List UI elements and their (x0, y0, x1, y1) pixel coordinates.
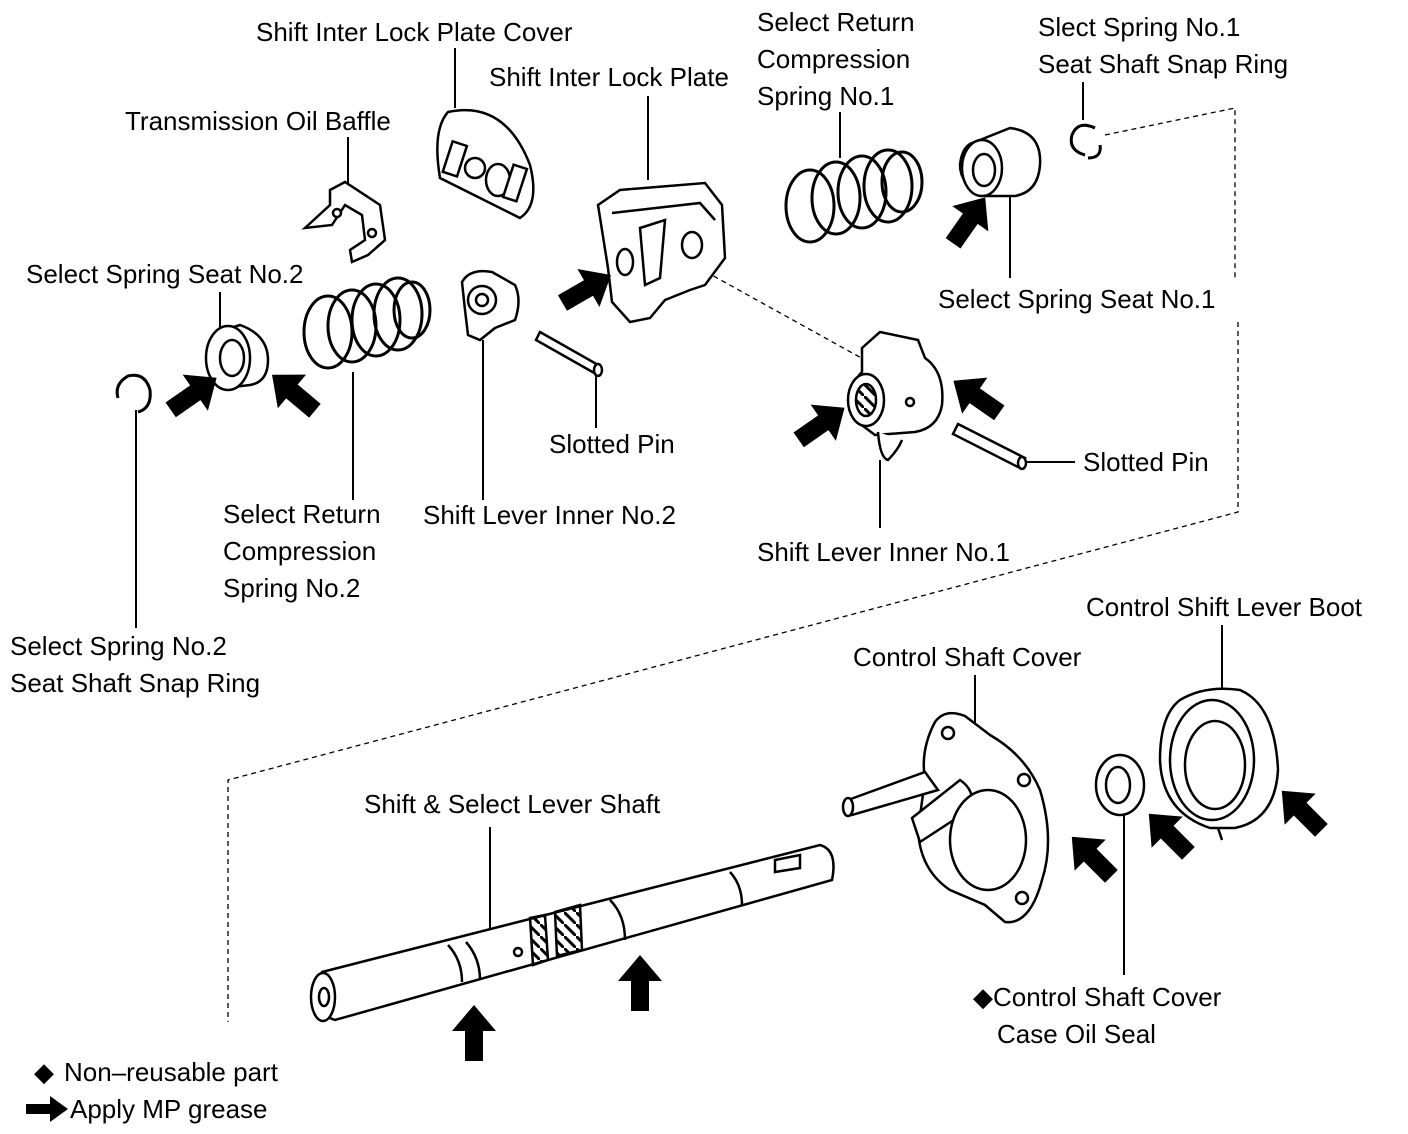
label-shift-lever-inner-2: Shift Lever Inner No.2 (423, 500, 676, 530)
label-shift-inter-lock-plate-cover: Shift Inter Lock Plate Cover (256, 17, 573, 47)
label-line: Select Return (223, 499, 381, 529)
legend-grease: Apply MP grease (26, 1094, 268, 1125)
select-spring-seat-1-part (958, 126, 1042, 198)
label-line: Spring No.2 (223, 573, 361, 603)
label-select-spring-seat-1: Select Spring Seat No.1 (938, 284, 1216, 314)
label-shift-lever-inner-1: Shift Lever Inner No.1 (757, 537, 1010, 567)
label-shift-inter-lock-plate: Shift Inter Lock Plate (489, 62, 729, 92)
oil-seal-part (1094, 753, 1146, 817)
leader-lines (135, 48, 1223, 975)
label-snap-ring-2: Select Spring No.2 Seat Shaft Snap Ring (10, 628, 260, 702)
snap-ring-2-part (115, 373, 152, 414)
select-spring-seat-2-part (204, 323, 270, 392)
label-line: Compression (757, 44, 911, 74)
label-control-shift-lever-boot: Control Shift Lever Boot (1086, 592, 1363, 622)
assembly-dashed-lines (227, 107, 1239, 1022)
label-line: Select Return (757, 7, 915, 37)
snap-ring-1-part (1069, 123, 1102, 160)
legend-non-reusable-text: Non–reusable part (64, 1057, 278, 1087)
shift-lever-inner-1-part (846, 330, 944, 462)
label-line: Select Spring No.2 (10, 631, 227, 661)
label-line: Seat Shaft Snap Ring (1038, 49, 1289, 79)
shift-inter-lock-plate-cover-part (436, 108, 535, 220)
transmission-oil-baffle-part (301, 180, 387, 264)
grease-arrow-icon (26, 1096, 68, 1122)
slotted-pin-b-part (951, 422, 1028, 471)
label-select-return-spring-1: Select Return Compression Spring No.1 (757, 4, 915, 115)
slotted-pin-a-part (534, 330, 604, 378)
control-shaft-cover-part (841, 711, 1050, 924)
label-line: Case Oil Seal (997, 1019, 1156, 1049)
label-line: ◆Control Shaft Cover (973, 982, 1222, 1012)
label-slotted-pin-b: Slotted Pin (1083, 447, 1209, 477)
legend-grease-text: Apply MP grease (70, 1094, 268, 1124)
label-select-spring-seat-2: Select Spring Seat No.2 (26, 259, 304, 289)
label-line: Slect Spring No.1 (1038, 12, 1241, 42)
select-return-spring-2-part (302, 276, 432, 370)
shift-inter-lock-plate-part (596, 181, 727, 324)
shift-lever-inner-2-part (460, 269, 520, 342)
select-return-spring-1-part (784, 148, 924, 244)
label-select-return-spring-2: Select Return Compression Spring No.2 (223, 496, 381, 607)
diamond-icon: ◆ (34, 1057, 54, 1087)
label-slotted-pin-a: Slotted Pin (549, 429, 675, 459)
label-shift-select-lever-shaft: Shift & Select Lever Shaft (364, 789, 661, 819)
shift-select-lever-shaft-part (309, 843, 835, 1023)
label-line: Spring No.1 (757, 81, 895, 111)
legend-non-reusable: ◆ Non–reusable part (34, 1057, 278, 1088)
label-snap-ring-1: Slect Spring No.1 Seat Shaft Snap Ring (1038, 9, 1288, 83)
label-oil-seal: ◆Control Shaft Cover Case Oil Seal (973, 979, 1221, 1053)
label-line: Seat Shaft Snap Ring (10, 668, 261, 698)
control-shift-lever-boot-part (1158, 687, 1280, 841)
label-control-shaft-cover: Control Shaft Cover (853, 642, 1082, 672)
label-transmission-oil-baffle: Transmission Oil Baffle (125, 106, 391, 136)
label-line: Compression (223, 536, 377, 566)
